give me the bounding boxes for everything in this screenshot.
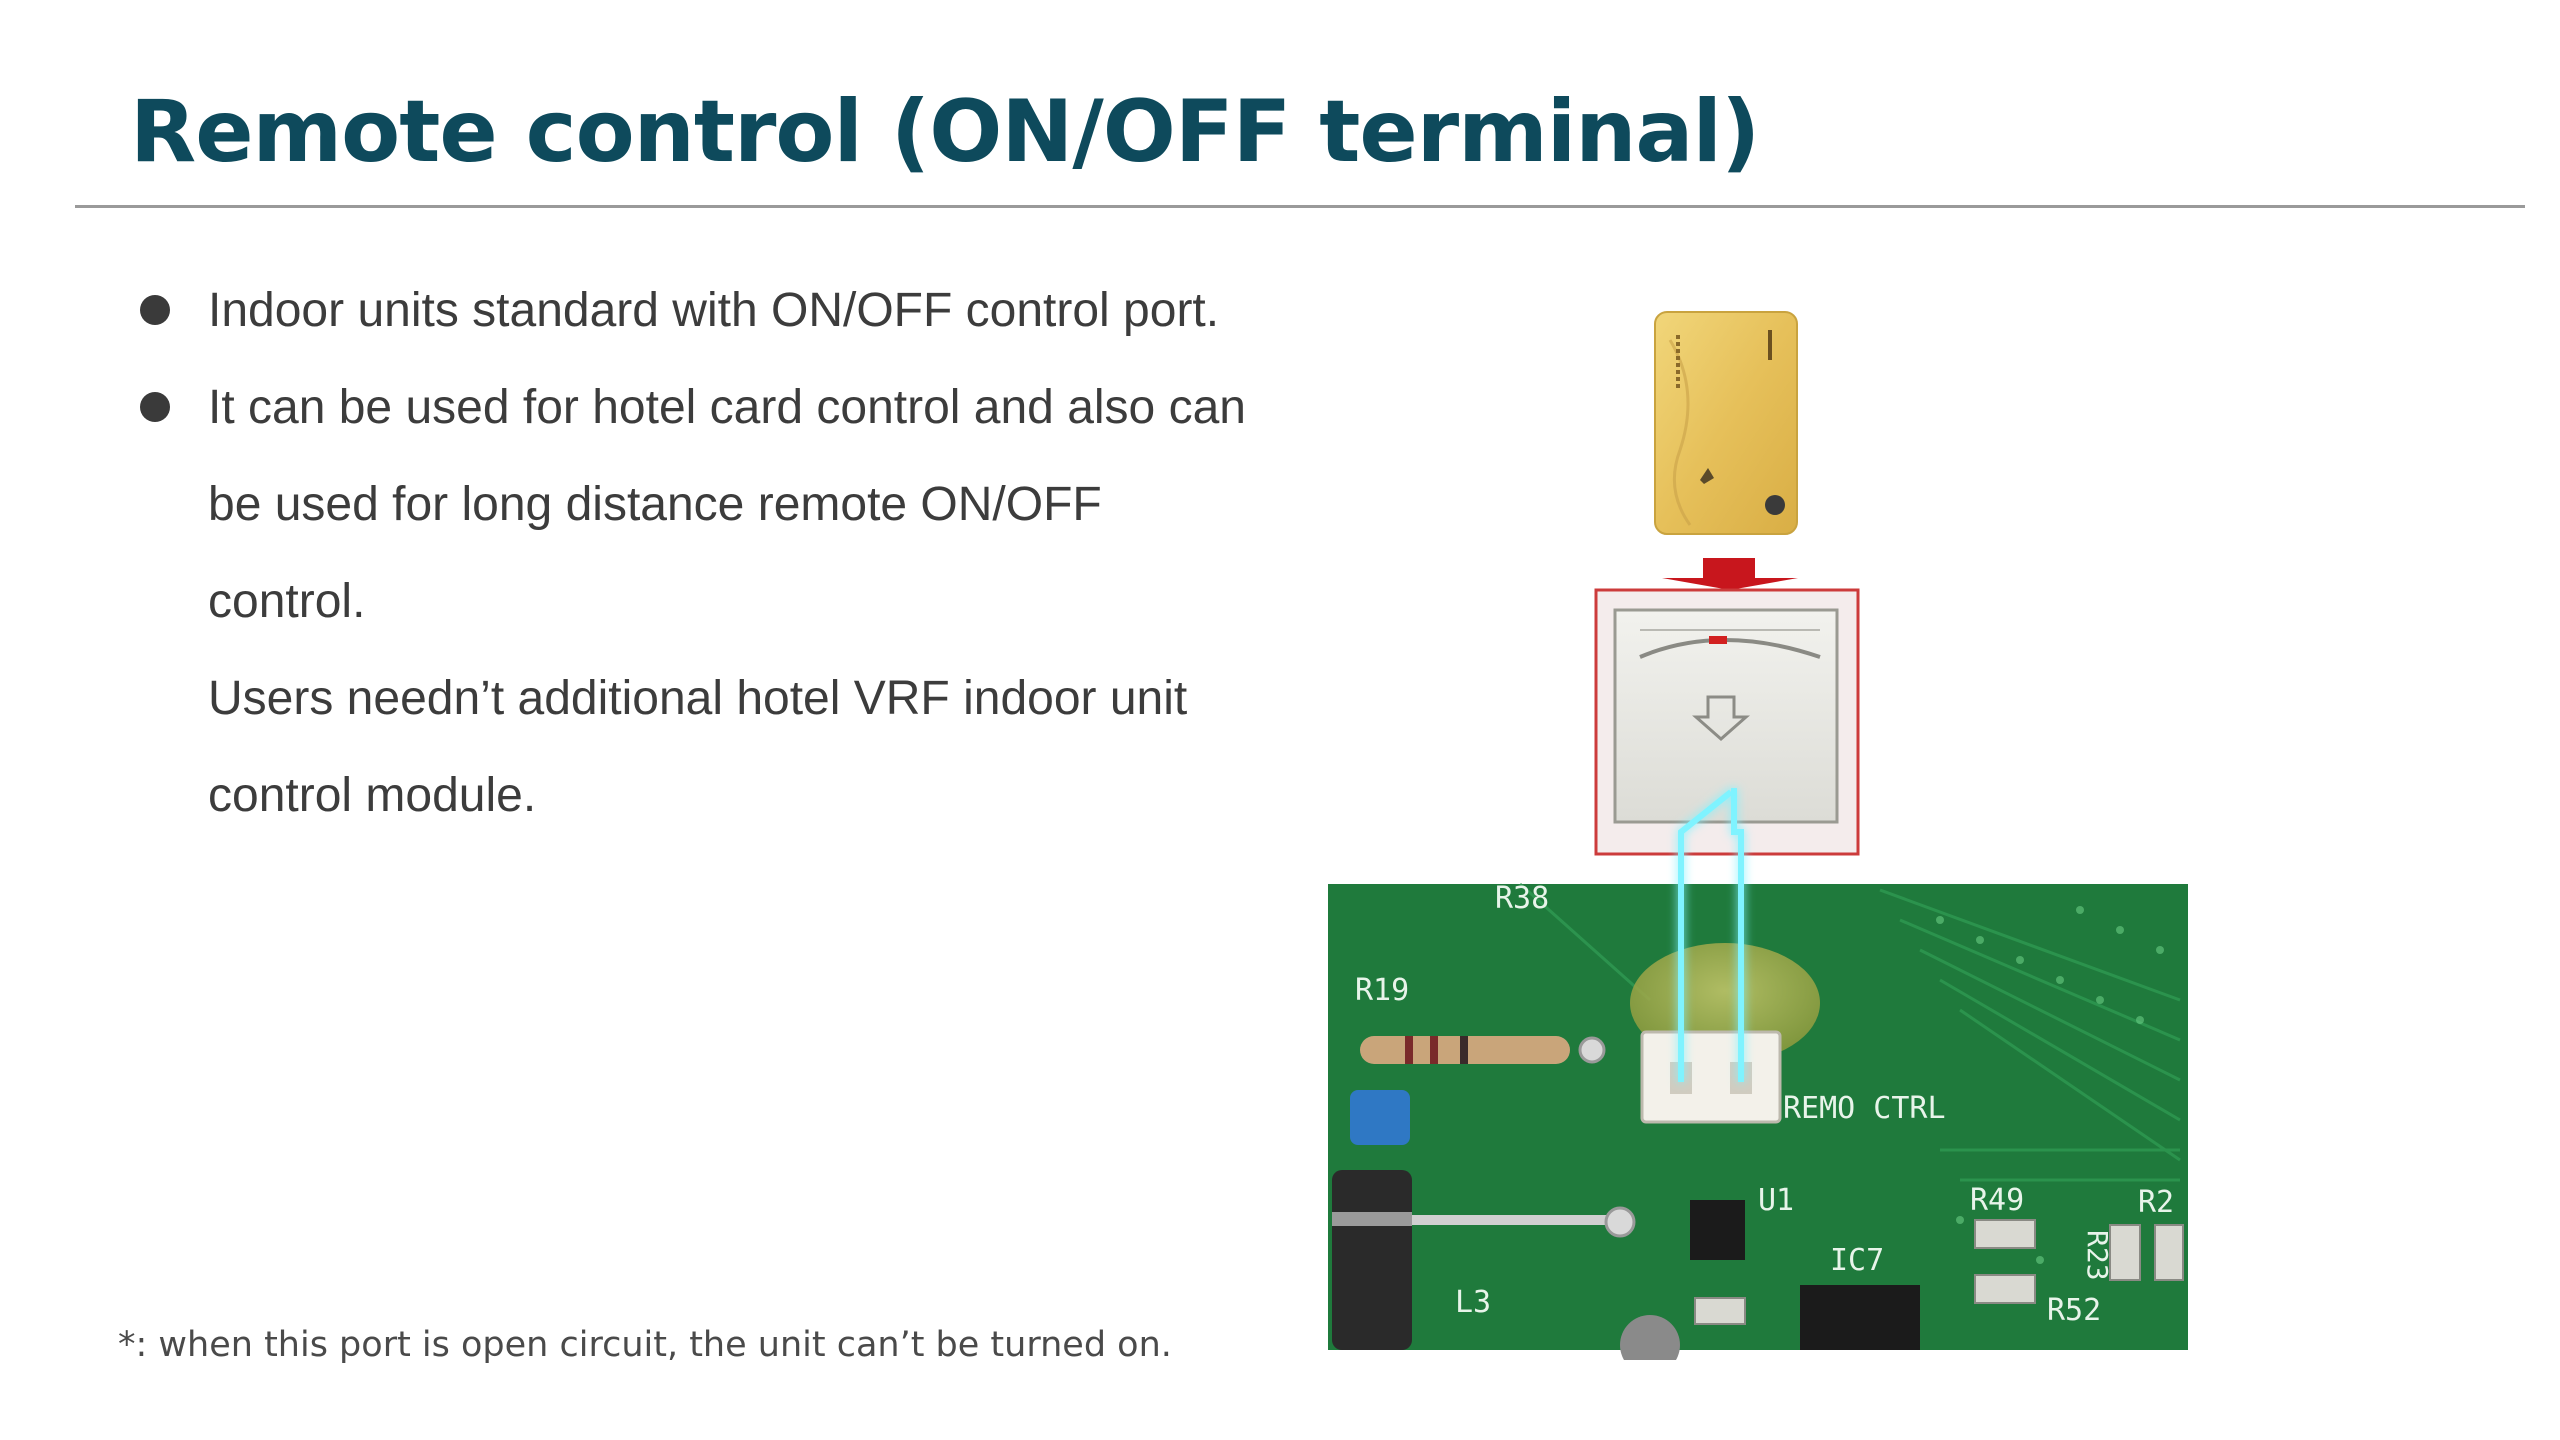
- slide-title: Remote control (ON/OFF terminal): [130, 82, 1760, 182]
- capacitor-icon: [1350, 1090, 1410, 1145]
- ic-chip-icon: [1800, 1285, 1920, 1350]
- label-r23: R23: [2081, 1230, 2114, 1281]
- bullet-item-2: It can be used for hotel card control an…: [130, 359, 1260, 844]
- diode-icon: [1332, 1170, 1636, 1350]
- label-r52: R52: [2047, 1293, 2101, 1328]
- bullet-line: It can be used for hotel card control an…: [208, 381, 1246, 434]
- title-divider: [75, 205, 2525, 208]
- transistor-icon: [1690, 1200, 1745, 1260]
- bullet-line: be used for long distance remote ON/OFF …: [208, 478, 1102, 628]
- label-remo-ctrl: REMO CTRL: [1783, 1091, 1946, 1126]
- label-u1: U1: [1758, 1183, 1794, 1218]
- bullet-dot-icon: [140, 295, 170, 325]
- remote-control-connector-icon: [1640, 1030, 1782, 1124]
- label-r49: R49: [1970, 1183, 2024, 1218]
- label-r38: R38: [1495, 881, 1549, 916]
- label-r19: R19: [1355, 973, 1409, 1008]
- illustration-svg: R38 R19 REMO CTRL U1 IC7 R49 R2 R52 L3 R…: [1328, 311, 2188, 1360]
- card-switch-icon: [1594, 588, 1860, 856]
- label-ic7: IC7: [1830, 1243, 1884, 1278]
- resistor-icon: [1360, 1036, 1606, 1064]
- bullet-line: Users needn’t additional hotel VRF indoo…: [208, 672, 1188, 725]
- bullet-item-1: Indoor units standard with ON/OFF contro…: [130, 262, 1260, 359]
- smd-components: [1694, 1219, 2184, 1325]
- bullet-dot-icon: [140, 392, 170, 422]
- signal-wire-icon: [1678, 788, 1744, 1082]
- hotel-card-control-illustration: R38 R19 REMO CTRL U1 IC7 R49 R2 R52 L3 R…: [1320, 300, 2200, 1360]
- bullet-list: Indoor units standard with ON/OFF contro…: [130, 262, 1260, 844]
- bullet-line: control module.: [208, 769, 537, 822]
- label-r2: R2: [2138, 1185, 2174, 1220]
- footnote: *: when this port is open circuit, the u…: [118, 1325, 1172, 1365]
- insert-arrow-icon: [1662, 558, 1798, 590]
- label-l3: L3: [1455, 1285, 1491, 1320]
- control-board-photo: R38 R19 REMO CTRL U1 IC7 R49 R2 R52 L3 R…: [1328, 881, 2188, 1360]
- bullet-line: Indoor units standard with ON/OFF contro…: [208, 284, 1220, 337]
- hotel-key-card-icon: [1654, 311, 1798, 535]
- inductor-icon: [1620, 1315, 1680, 1360]
